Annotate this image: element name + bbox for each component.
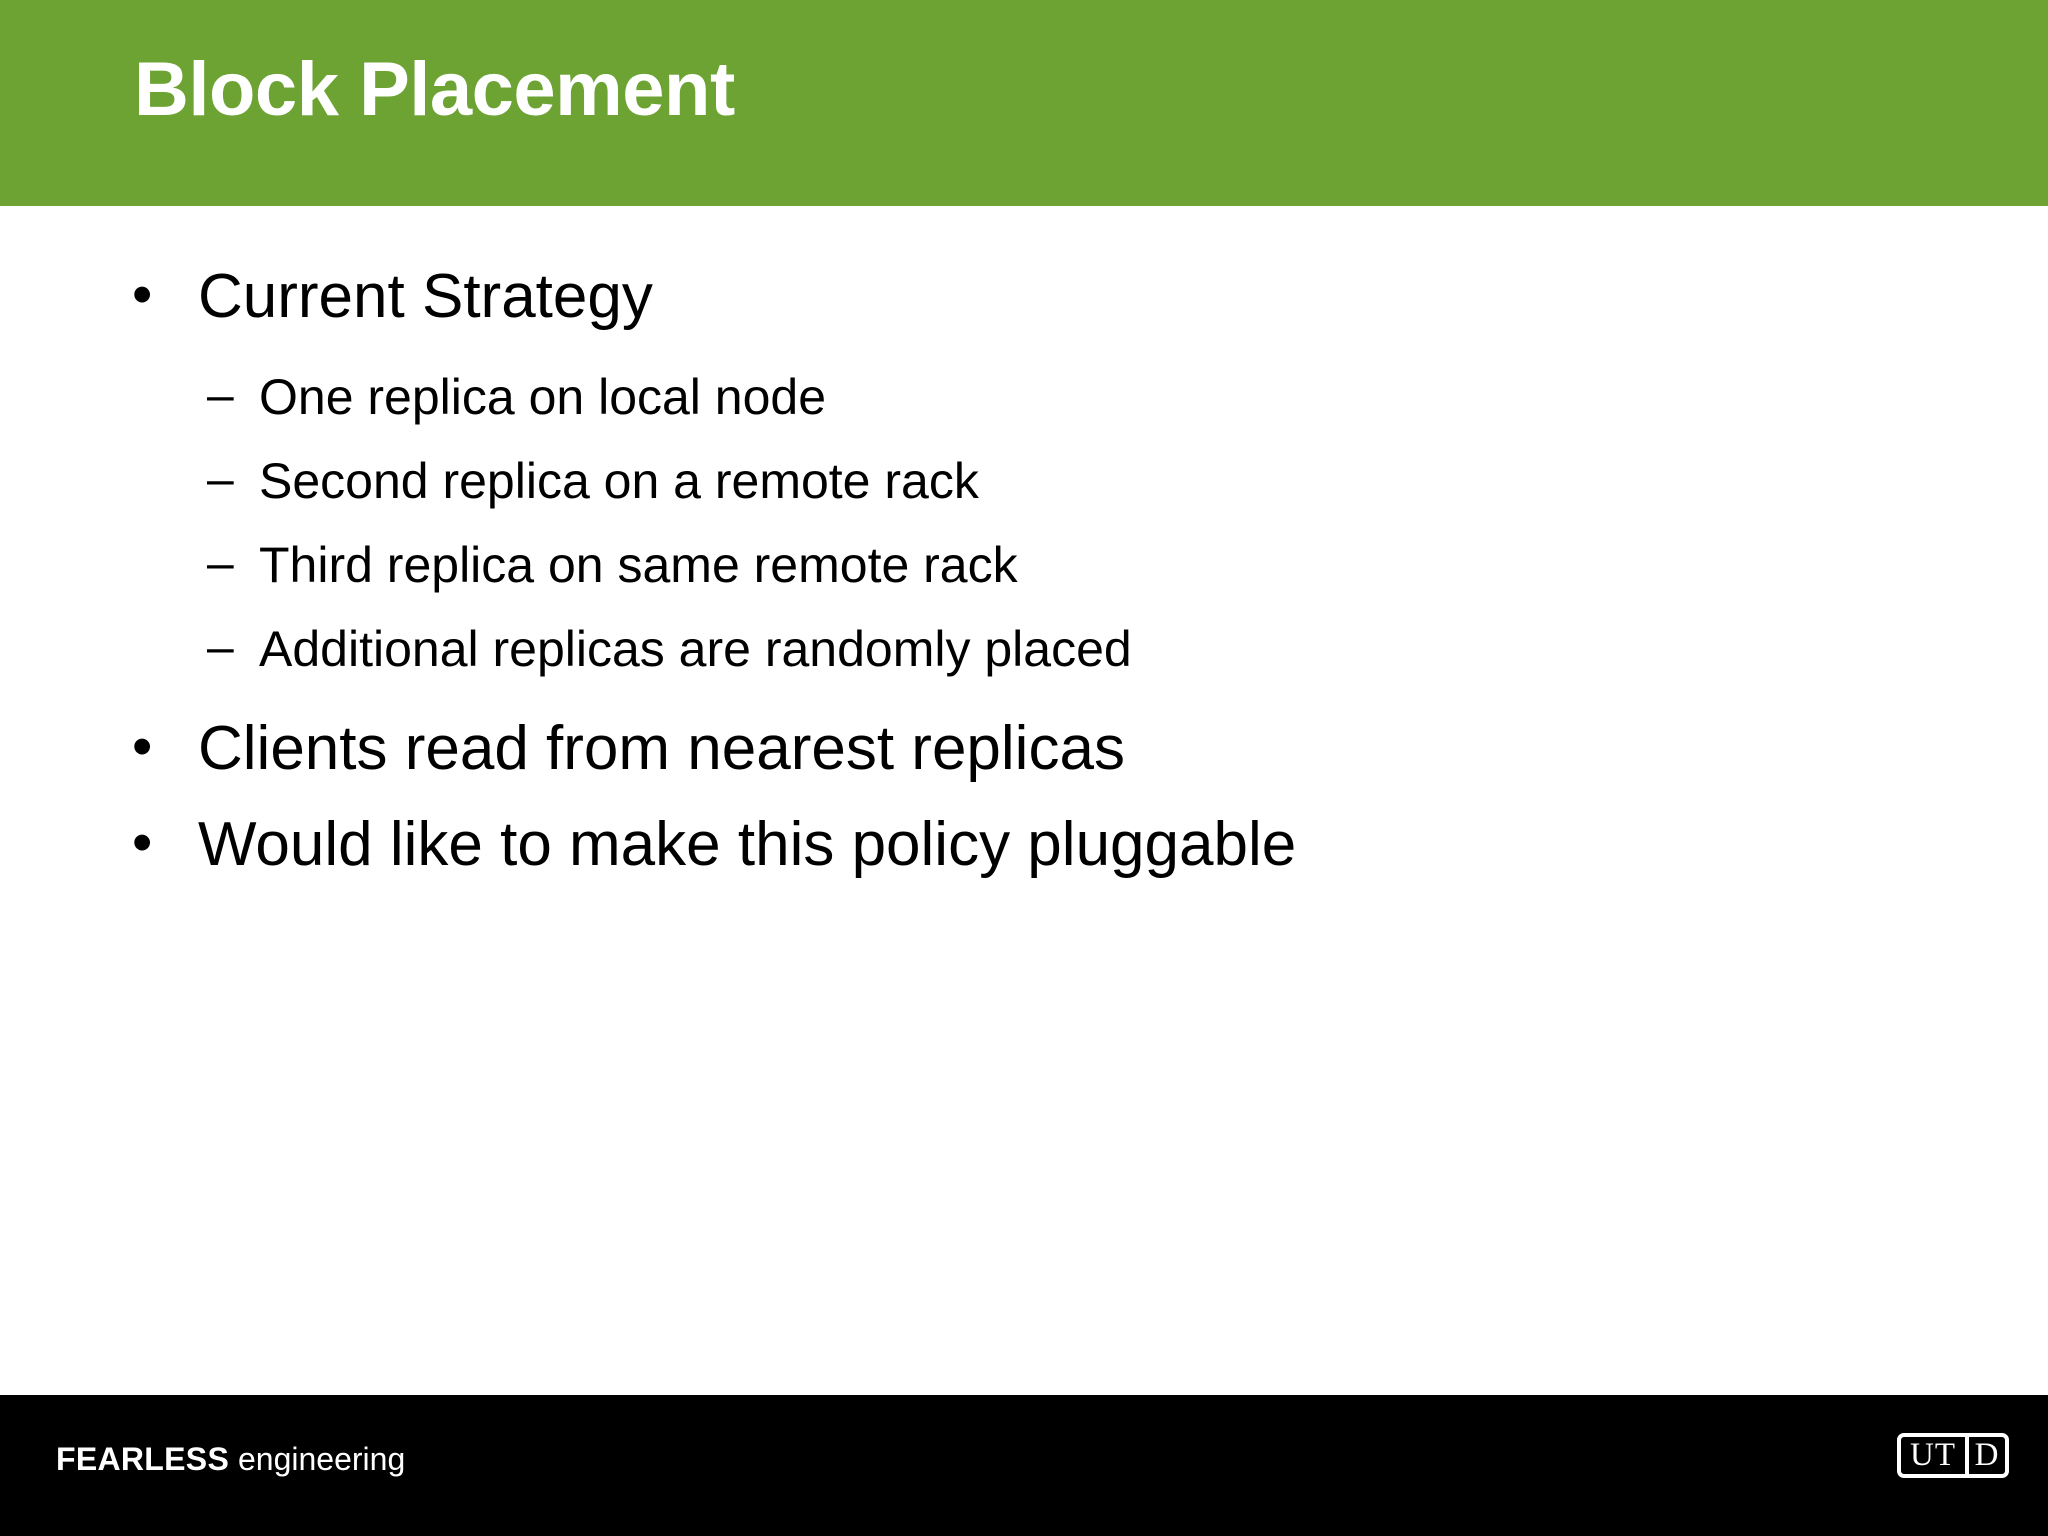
dash-marker-icon: –	[207, 621, 234, 674]
utd-logo-d-text: D	[1974, 1437, 2000, 1473]
list-item-label: Would like to make this policy pluggable	[198, 810, 1297, 879]
footer-brand-regular: engineering	[237, 1441, 406, 1477]
slide-body: • Current Strategy – One replica on loca…	[0, 206, 2048, 1395]
bullet-marker-icon: •	[132, 810, 153, 875]
list-item: • Current Strategy	[0, 266, 2048, 328]
dash-marker-icon: –	[207, 369, 234, 422]
list-item: – Additional replicas are randomly place…	[0, 621, 2048, 677]
dash-marker-icon: –	[207, 537, 234, 590]
footer-brand-space	[229, 1441, 238, 1477]
bullet-list: • Current Strategy – One replica on loca…	[0, 206, 2048, 876]
list-item-label: One replica on local node	[259, 369, 827, 425]
dash-marker-icon: –	[207, 453, 234, 506]
footer-brand: FEARLESS engineering	[56, 1443, 405, 1475]
list-item: – One replica on local node	[0, 369, 2048, 425]
footer-brand-bold: FEARLESS	[56, 1441, 230, 1477]
utd-logo: UT D	[1897, 1433, 2009, 1478]
list-item: • Would like to make this policy pluggab…	[0, 814, 2048, 876]
list-item-label: Second replica on a remote rack	[259, 453, 979, 509]
slide-header-bar	[0, 0, 2048, 206]
list-item: – Second replica on a remote rack	[0, 453, 2048, 509]
slide-footer-bar	[0, 1395, 2048, 1536]
utd-logo-left-cell: UT	[1901, 1437, 1969, 1474]
utd-logo-right-cell: D	[1969, 1437, 2005, 1474]
list-item-label: Additional replicas are randomly placed	[259, 621, 1132, 677]
list-item: • Clients read from nearest replicas	[0, 718, 2048, 780]
page-title: Block Placement	[134, 47, 735, 132]
list-item-label: Third replica on same remote rack	[259, 537, 1018, 593]
utd-logo-ut-text: UT	[1910, 1437, 1956, 1473]
list-item: – Third replica on same remote rack	[0, 537, 2048, 593]
bullet-marker-icon: •	[132, 714, 153, 779]
bullet-marker-icon: •	[132, 262, 153, 327]
list-item-label: Clients read from nearest replicas	[198, 714, 1125, 783]
list-item-label: Current Strategy	[198, 262, 653, 331]
